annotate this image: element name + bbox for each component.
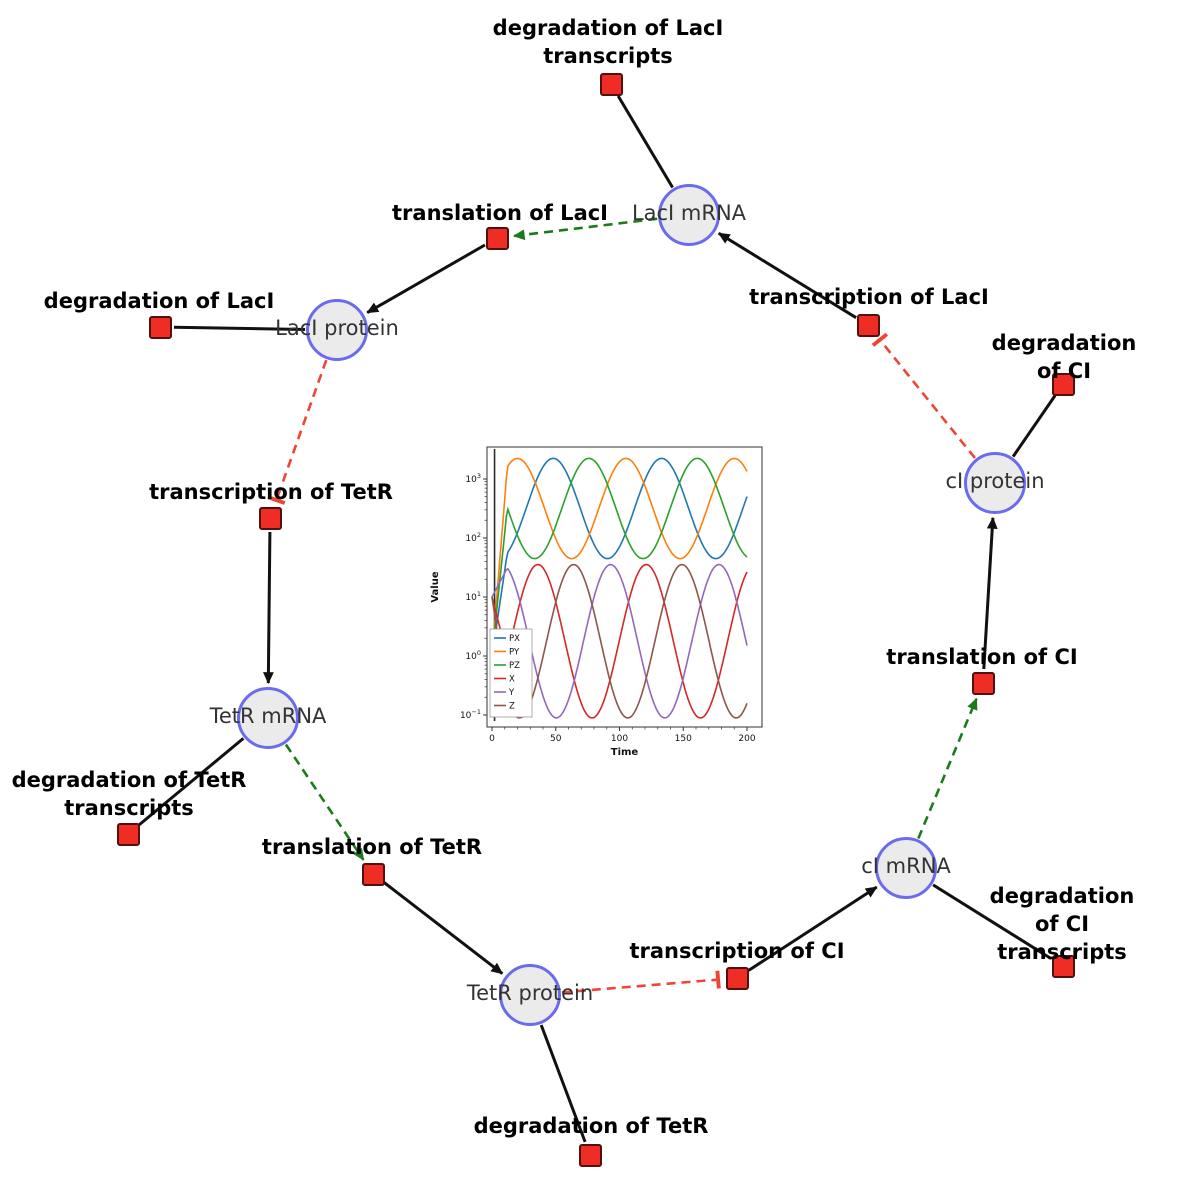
reaction-label-deg-laci-tr: degradation of LacI transcripts	[492, 16, 724, 68]
chart-x-tick-label: 0	[489, 734, 495, 744]
chart-series-Z	[491, 563, 748, 719]
species-node-laci-mrna[interactable]	[658, 184, 720, 246]
species-label-laci-protein: LacI protein	[275, 316, 399, 340]
edge-tetr-protein-to-txn-ci	[561, 970, 721, 994]
chart-x-tick-label: 50	[550, 734, 562, 744]
chart-x-tick-label: 100	[611, 734, 628, 744]
reaction-label-txn-tetr: transcription of TetR	[149, 480, 393, 504]
edge-laci-mrna-to-deg-laci-tr	[616, 95, 674, 189]
edge-laci-protein-to-deg-laci	[173, 325, 306, 331]
edge-ci-mrna-to-deg-ci-tr	[932, 883, 1052, 960]
reaction-node-deg-laci[interactable]	[148, 315, 172, 339]
species-node-ci-protein[interactable]	[964, 452, 1026, 514]
reaction-label-tln-laci: translation of LacI	[392, 201, 608, 225]
chart-legend-label: PZ	[509, 661, 520, 671]
reaction-label-deg-laci: degradation of LacI	[43, 289, 275, 313]
reaction-node-deg-tetr[interactable]	[578, 1143, 602, 1167]
chart-y-tick-label: 100	[465, 649, 481, 662]
species-node-tetr-protein[interactable]	[499, 964, 561, 1026]
species-label-ci-protein: cI protein	[945, 469, 1045, 493]
edge-ci-protein-to-txn-laci	[871, 332, 977, 459]
edge-ci-mrna-to-tln-ci	[917, 697, 978, 839]
reaction-label-deg-ci-tr: degradation of CI transcripts	[989, 884, 1135, 964]
reaction-label-deg-tetr: degradation of TetR	[473, 1114, 709, 1138]
chart-x-tick-label: 200	[738, 734, 755, 744]
reaction-node-deg-tetr-tr[interactable]	[116, 822, 140, 846]
reaction-node-tln-tetr[interactable]	[361, 862, 385, 886]
chart-legend: PX PY PZ XYZ	[489, 628, 533, 718]
chart-series-PX	[491, 457, 748, 657]
reaction-node-txn-laci[interactable]	[856, 313, 880, 337]
reaction-label-tln-tetr: translation of TetR	[261, 835, 483, 859]
chart-series-Y	[491, 563, 748, 719]
reaction-label-deg-ci: degradation of CI	[991, 331, 1137, 383]
chart-legend-label: X	[509, 675, 515, 685]
species-node-laci-protein[interactable]	[306, 299, 368, 361]
edge-laci-mrna-to-tln-laci	[512, 217, 658, 241]
edge-txn-laci-to-laci-mrna	[717, 232, 857, 319]
chart-legend-label: PY	[509, 648, 520, 658]
reaction-node-deg-laci-tr[interactable]	[599, 72, 623, 96]
reaction-label-deg-tetr-tr: degradation of TetR transcripts	[11, 768, 247, 820]
chart-legend-label: Y	[508, 688, 515, 698]
chart-series-PY	[491, 457, 748, 657]
species-label-laci-mrna: LacI mRNA	[631, 201, 747, 225]
chart-x-axis-label: Time	[611, 747, 639, 758]
reaction-label-tln-ci: translation of CI	[886, 645, 1078, 669]
reaction-node-deg-ci[interactable]	[1051, 372, 1075, 396]
species-label-tetr-mrna: TetR mRNA	[209, 704, 327, 728]
reaction-node-tln-ci[interactable]	[971, 671, 995, 695]
species-node-ci-mrna[interactable]	[875, 837, 937, 899]
edge-tetr-protein-to-deg-tetr	[539, 1024, 587, 1143]
edge-tln-laci-to-laci-protein	[366, 243, 486, 314]
reaction-node-txn-tetr[interactable]	[258, 506, 282, 530]
chart-y-tick-label: 101	[465, 590, 481, 603]
species-label-tetr-protein: TetR protein	[466, 981, 594, 1005]
chart-series-PZ	[491, 457, 748, 657]
edge-tetr-mrna-to-deg-tetr-tr	[137, 737, 245, 827]
chart-y-axis-label: Value	[430, 571, 441, 602]
reaction-label-txn-ci: transcription of CI	[629, 939, 845, 963]
edge-txn-tetr-to-tetr-mrna	[262, 531, 274, 685]
edge-laci-protein-to-txn-tetr	[267, 359, 328, 505]
edge-tetr-mrna-to-tln-tetr	[284, 743, 365, 861]
edge-txn-ci-to-ci-mrna	[747, 885, 878, 972]
chart-y-tick-label: 102	[465, 531, 481, 544]
reaction-node-txn-ci[interactable]	[725, 966, 749, 990]
edge-ci-protein-to-deg-ci	[1011, 394, 1057, 458]
chart-y-tick-label: 103	[465, 472, 481, 485]
chart-x-tick-label: 150	[675, 734, 692, 744]
species-node-tetr-mrna[interactable]	[237, 687, 299, 749]
chart-series-X	[491, 563, 748, 719]
chart-y-tick-label: 10−1	[460, 708, 481, 721]
reaction-node-tln-laci[interactable]	[485, 226, 509, 250]
reaction-label-txn-laci: transcription of LacI	[749, 285, 989, 309]
chart-legend-label: PX	[509, 634, 520, 644]
species-label-ci-mrna: cI mRNA	[861, 854, 951, 878]
edge-tln-tetr-to-tetr-protein	[383, 881, 504, 975]
reaction-node-deg-ci-tr[interactable]	[1051, 954, 1075, 978]
edge-tln-ci-to-ci-protein	[982, 516, 998, 670]
chart-legend-label: Z	[509, 702, 515, 712]
